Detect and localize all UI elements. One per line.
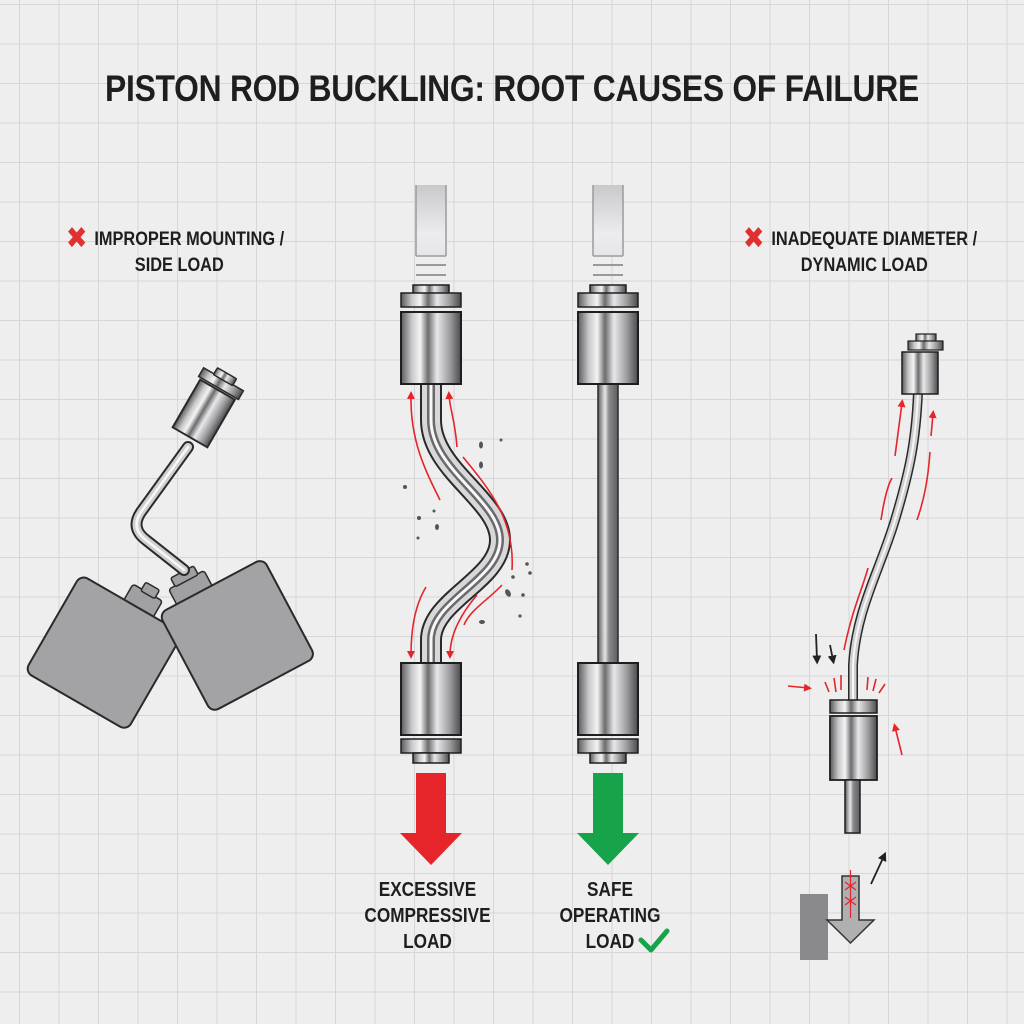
page-title: PISTON ROD BUCKLING: ROOT CAUSES OF FAIL… [105,68,919,109]
label-line: LOAD [585,931,635,953]
bottom-cylinder [577,662,639,764]
gray-down-arrow-icon [825,870,876,945]
red-down-arrow-icon [400,773,462,865]
stress-lines [787,399,937,756]
impact-arrows [812,633,887,885]
x-mark-icon: ✖ [65,222,88,255]
label-inadequate-diameter: ✖ INADEQUATE DIAMETER / DYNAMIC LOAD [740,224,981,279]
label-line: IMPROPER MOUNTING / [94,229,285,250]
label-line: SAFE [587,879,633,901]
label-line: SIDE LOAD [134,255,224,276]
top-cylinder [901,333,944,395]
stress-lines [406,391,513,659]
label-line: OPERATING [559,905,661,927]
bottom-cylinder [400,662,462,764]
bottom-cylinder [829,699,878,834]
label-line: COMPRESSIVE [364,905,491,927]
x-mark-icon: ✖ [742,222,765,255]
label-improper-mounting: ✖ IMPROPER MOUNTING / SIDE LOAD [59,224,291,279]
debris-particles [403,438,532,624]
check-mark-icon [638,928,670,953]
green-down-arrow-icon [577,773,639,865]
inadequate-diameter-illustration [787,333,944,960]
tilted-cylinder [171,366,245,449]
wall-block [800,894,828,960]
top-cylinder [400,284,462,385]
excessive-load-illustration [400,185,532,865]
mount-block-left [26,576,182,729]
straight-rod [597,379,619,666]
top-sleeve [592,185,624,276]
label-excessive-load: EXCESSIVE COMPRESSIVE LOAD [357,877,499,955]
label-line: INADEQUATE DIAMETER / [771,229,978,250]
label-line: EXCESSIVE [378,879,477,901]
label-line: DYNAMIC LOAD [800,255,928,276]
label-line: LOAD [403,931,452,953]
label-safe-load: SAFE OPERATING LOAD [541,877,679,955]
top-sleeve [415,185,447,276]
top-cylinder [577,284,639,385]
improper-mounting-illustration [26,366,314,729]
mount-block-right [160,560,314,711]
safe-load-illustration [577,185,670,953]
